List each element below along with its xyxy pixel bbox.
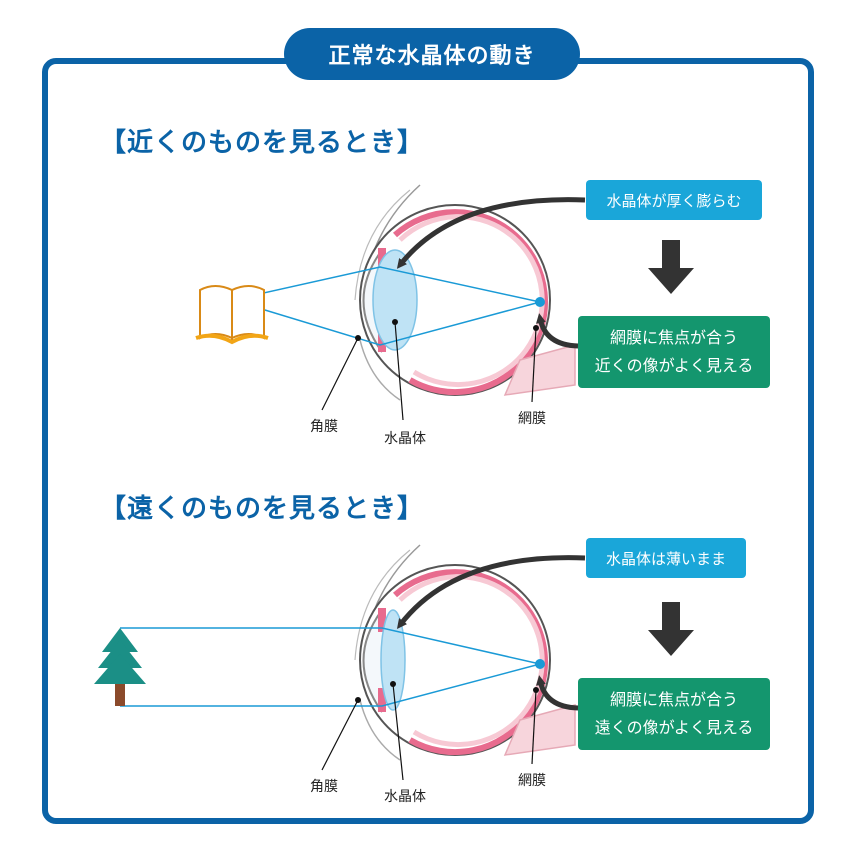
near-result-line1: 網膜に焦点が合う	[609, 328, 738, 347]
down-arrow-2	[648, 602, 694, 656]
far-eye	[120, 544, 586, 781]
far-lens-callout: 水晶体は薄いまま	[586, 538, 746, 578]
book-icon	[195, 285, 269, 345]
diagram-title: 正常な水晶体の動き	[284, 28, 580, 80]
far-heading: 【遠くのものを見るとき】	[100, 494, 425, 524]
down-arrow-1	[648, 240, 694, 294]
far-label-cornea: 角膜	[310, 779, 338, 795]
near-lens-callout: 水晶体が厚く膨らむ	[586, 180, 762, 220]
far-label-retina: 網膜	[518, 773, 546, 789]
near-label-cornea: 角膜	[310, 419, 338, 435]
near-result-callout: 網膜に焦点が合う 近くの像がよく見える	[578, 316, 770, 388]
tree-icon	[94, 628, 146, 706]
near-heading: 【近くのものを見るとき】	[100, 128, 425, 158]
far-result-callout: 網膜に焦点が合う 遠くの像がよく見える	[578, 678, 770, 750]
far-result-line2: 遠くの像がよく見える	[594, 718, 754, 737]
near-eye	[229, 184, 586, 421]
far-label-lens: 水晶体	[384, 789, 426, 805]
near-label-lens: 水晶体	[384, 431, 426, 447]
far-result-line1: 網膜に焦点が合う	[609, 690, 738, 709]
near-label-retina: 網膜	[518, 411, 546, 427]
near-result-line2: 近くの像がよく見える	[594, 356, 754, 375]
